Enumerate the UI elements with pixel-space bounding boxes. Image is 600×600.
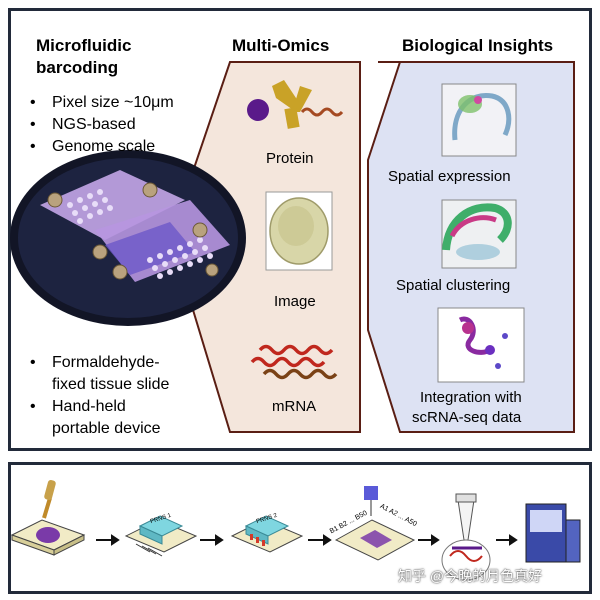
workflow-step-chip1 bbox=[124, 515, 198, 557]
multi-omics-title: Multi-Omics bbox=[232, 36, 330, 55]
workflow-step-tube bbox=[441, 493, 491, 581]
tissue-image-icon bbox=[265, 191, 333, 271]
bullet-ffpe-line2: fixed tissue slide bbox=[52, 376, 170, 393]
protein-label: Protein bbox=[266, 150, 314, 167]
workflow-step-chip2 bbox=[230, 515, 304, 553]
spatial-clustering-image bbox=[441, 199, 517, 269]
bullet-ngs: •NGS-based bbox=[30, 116, 136, 133]
workflow-arrows bbox=[96, 534, 518, 546]
workflow-step-tissue bbox=[10, 479, 86, 556]
bullet-ffpe: •Formaldehyde- bbox=[30, 354, 160, 371]
mrna-icon bbox=[250, 344, 338, 380]
spatial-expression-image bbox=[441, 83, 517, 157]
image-label: Image bbox=[274, 293, 316, 310]
protein-icon bbox=[247, 80, 344, 129]
integration-label-line1: Integration with bbox=[420, 389, 522, 406]
insights-title: Biological Insights bbox=[402, 36, 554, 55]
workflow-step-array bbox=[334, 486, 416, 561]
spatial-clustering-label: Spatial clustering bbox=[396, 277, 511, 294]
workflow-step-sequencer bbox=[525, 503, 581, 563]
bullet-genome-scale: •Genome scale bbox=[30, 138, 156, 155]
watermark: 知乎 @今晚的月色真好 bbox=[398, 568, 543, 584]
bullet-pixel-size: •Pixel size ~10μm bbox=[30, 94, 174, 111]
left-title-line1: Microfluidic bbox=[36, 36, 132, 55]
workflow-panel bbox=[8, 462, 592, 594]
integration-label-line2: scRNA-seq data bbox=[412, 409, 522, 426]
spatial-expression-label: Spatial expression bbox=[388, 168, 511, 185]
bullet-handheld: •Hand-held bbox=[30, 398, 126, 415]
mrna-label: mRNA bbox=[272, 398, 317, 415]
integration-image bbox=[437, 307, 525, 383]
microfluidic-device-image bbox=[10, 150, 246, 326]
left-title-line2: barcoding bbox=[36, 58, 119, 77]
bullet-handheld-line2: portable device bbox=[52, 420, 161, 437]
